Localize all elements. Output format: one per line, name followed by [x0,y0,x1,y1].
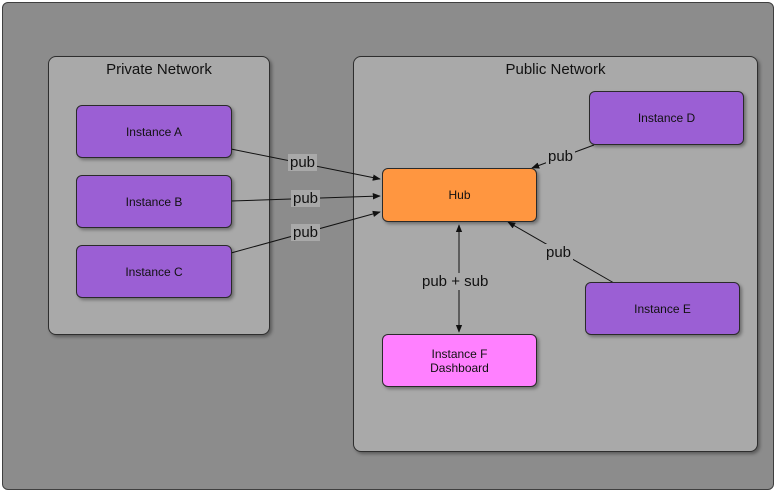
public-network-title: Public Network [505,61,606,78]
instance-c-label: Instance C [125,264,183,279]
instance-e-label: Instance E [634,301,691,316]
instance-e-node[interactable]: Instance E [585,282,740,335]
instance-d-label: Instance D [637,111,696,125]
instance-c-node[interactable]: Instance C [76,245,232,298]
edge-label-hub-f: pub + sub [420,273,491,290]
instance-a-label: Instance A [125,124,183,139]
instance-a-node[interactable]: Instance A [76,105,232,158]
edge-label-c: pub [291,224,321,241]
private-network-title: Private Network [106,61,212,78]
edge-label-a: pub [288,154,318,171]
edge-label-b: pub [291,190,321,207]
dashboard-label: Dashboard [430,360,489,375]
instance-b-label: Instance B [125,194,183,209]
hub-node[interactable]: Hub [382,168,537,222]
instance-d-node[interactable]: Instance D [589,91,744,145]
hub-label: Hub [448,188,471,202]
instance-f-dashboard-node[interactable]: Instance F Dashboard [382,334,537,387]
instance-f-label: Instance F [431,346,488,361]
edge-label-d: pub [546,148,576,165]
instance-b-node[interactable]: Instance B [76,175,232,228]
edge-label-e: pub [544,244,574,261]
